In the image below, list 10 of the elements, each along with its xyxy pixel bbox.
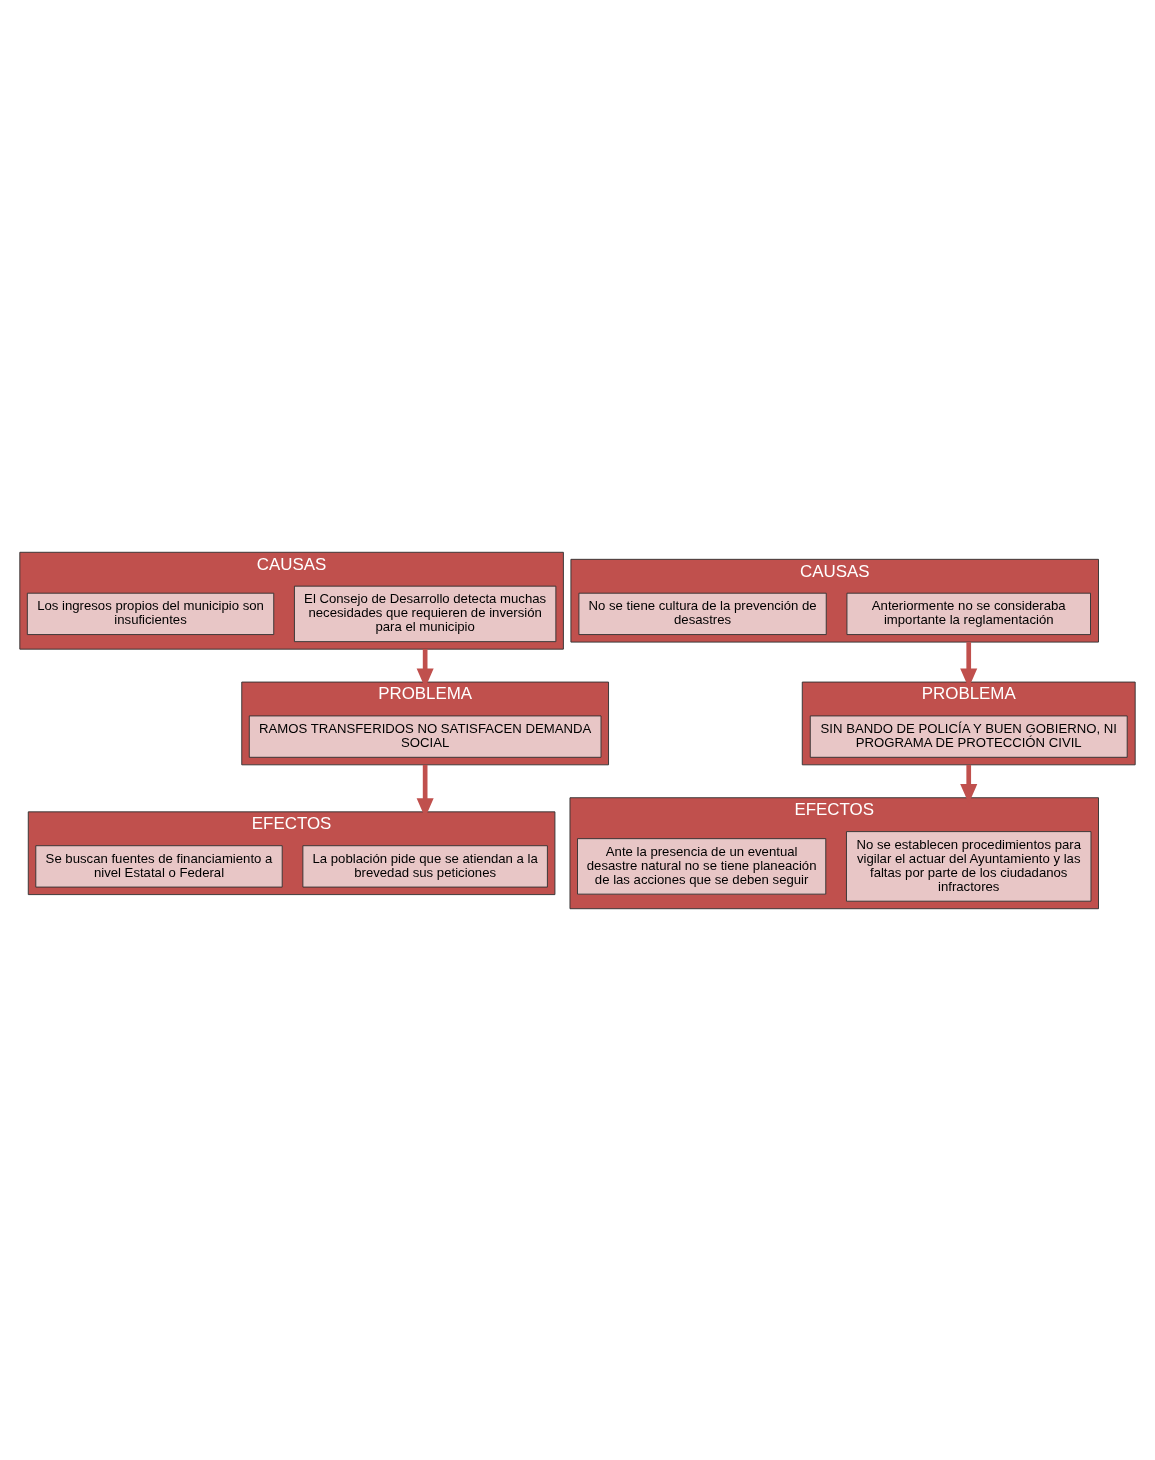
node-box: Anteriormente no se consideraba importante la reglamentación	[846, 592, 1091, 635]
node-box: Se buscan fuentes de financiamiento a nivel Estatal o Federal	[35, 844, 283, 888]
node-box: SIN BANDO DE POLICÍA Y BUEN GOBIERNO, NI PROGRAMA DE PROTECCIÓN CIVIL	[809, 714, 1128, 758]
node-box: Los ingresos propios del municipio son insuficientes	[26, 592, 275, 635]
node-box: No se tiene cultura de la prevención de desastres	[578, 592, 827, 635]
node-box: La población pide que se atiendan a la brevedad sus peticiones	[302, 844, 548, 888]
node-box: No se establecen procedimientos para vigilar el actuar del Ayuntamiento y las faltas por parte de los ciudadanos infractores	[846, 830, 1092, 902]
node-box: Ante la presencia de un eventual desastre natural no se tiene planeación de las acciones que se deben seguir	[577, 837, 827, 895]
node-box: RAMOS TRANSFERIDOS NO SATISFACEN DEMANDA SOCIAL	[248, 714, 602, 758]
node-box: El Consejo de Desarrollo detecta muchas necesidades que requieren de inversión para el municipio	[293, 585, 557, 642]
